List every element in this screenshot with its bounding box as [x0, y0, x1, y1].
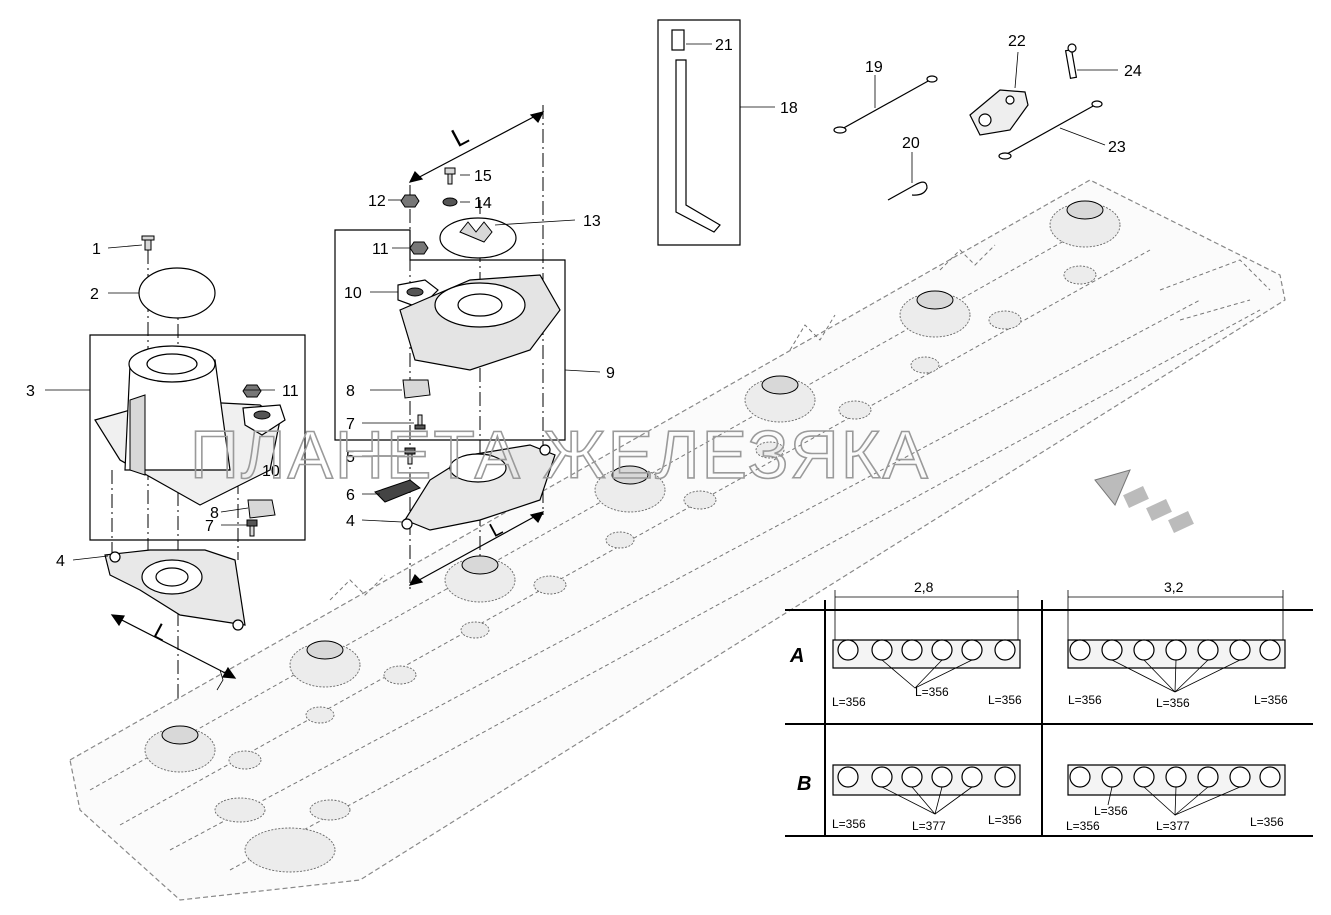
callout-4-middle: 4 [346, 513, 355, 530]
a-2-8-right: L=356 [988, 693, 1022, 707]
screw-1 [141, 235, 155, 251]
left-exploded-group [89, 235, 306, 700]
middle-exploded-group [334, 105, 566, 590]
bolt-7-middle [414, 414, 426, 430]
carrier-plate-4 [104, 549, 246, 631]
rotor-hub [744, 375, 816, 423]
rotor-hubs [144, 200, 1121, 773]
callout-10-middle: 10 [344, 285, 362, 302]
callout-19: 19 [865, 59, 883, 76]
callout-8-middle: 8 [346, 383, 355, 400]
callout-1: 1 [92, 241, 101, 258]
cap-13 [439, 217, 517, 259]
watermark: ПЛАНЕТА ЖЕЛЕЗЯКА [190, 417, 930, 493]
rotor-hub [144, 725, 216, 773]
pin-24 [1064, 43, 1078, 80]
cable-19 [833, 75, 938, 134]
callout-21: 21 [715, 37, 733, 54]
bracket-22 [969, 89, 1029, 136]
callout-10: 10 [262, 463, 280, 480]
split-pin-20 [887, 181, 928, 201]
bolt-15 [444, 167, 456, 185]
callout-11-middle: 11 [372, 241, 389, 258]
callout-3: 3 [26, 383, 35, 400]
rotor-hub [1049, 200, 1121, 248]
callout-9: 9 [606, 365, 615, 382]
callout-23: 23 [1108, 139, 1126, 156]
bolt-5 [404, 447, 416, 465]
a-2-8-mid: L=356 [915, 685, 949, 699]
width-label-3-2: 3,2 [1164, 579, 1184, 595]
a-3-2-right: L=356 [1254, 693, 1288, 707]
drive-layout-b-2-8: L=356 L=377 L=356 [832, 764, 1022, 833]
cone-housing-3 [94, 345, 281, 506]
b-3-2-right: L=356 [1250, 815, 1284, 829]
callout-24: 24 [1124, 63, 1142, 80]
plate-8-middle [402, 379, 431, 399]
row-label-b: B [797, 773, 811, 795]
callout-18: 18 [780, 100, 798, 117]
bracket-10 [242, 404, 286, 436]
cable-23 [998, 100, 1103, 160]
b-3-2-mid: L=377 [1156, 819, 1190, 833]
b-3-2-inner: L=356 [1094, 804, 1128, 818]
row-label-a: A [789, 645, 804, 667]
width-label-2-8: 2,8 [914, 579, 934, 595]
callout-7-middle: 7 [346, 416, 355, 433]
hub-9 [399, 274, 561, 371]
dimension-l-left: L [150, 618, 173, 646]
callout-4: 4 [56, 553, 65, 570]
rotor-hub [444, 555, 516, 603]
cover-disk-2 [138, 267, 216, 319]
plate-8 [247, 499, 276, 519]
shim-6 [374, 479, 421, 503]
a-2-8-left: L=356 [832, 695, 866, 709]
rotor-hub [289, 640, 361, 688]
drive-layout-b-3-2: L=356 L=356 L=377 L=356 [1066, 764, 1286, 833]
direction-arrow [1094, 469, 1194, 533]
tool-rod-kit-18 [657, 19, 741, 246]
b-2-8-left: L=356 [832, 817, 866, 831]
callout-14: 14 [474, 195, 492, 212]
b-2-8-right: L=356 [988, 813, 1022, 827]
drive-layout-a-3-2: L=356 L=356 L=356 [1067, 639, 1288, 710]
drive-layout-a-2-8: L=356 L=356 L=356 [832, 639, 1022, 709]
rotor-hub [594, 465, 666, 513]
bolt-7 [246, 519, 258, 537]
callout-12: 12 [368, 193, 386, 210]
b-2-8-mid: L=377 [912, 819, 946, 833]
callout-11: 11 [282, 383, 299, 400]
callout-5: 5 [346, 449, 355, 466]
nut-11 [242, 384, 262, 398]
nut-11-middle [409, 241, 429, 255]
cutter-bar [69, 179, 1286, 901]
a-3-2-mid: L=356 [1156, 696, 1190, 710]
b-3-2-left: L=356 [1066, 819, 1100, 833]
callout-13: 13 [583, 213, 601, 230]
callout-22: 22 [1008, 33, 1026, 50]
callout-8: 8 [210, 505, 219, 522]
callout-7: 7 [205, 518, 214, 535]
a-3-2-left: L=356 [1068, 693, 1102, 707]
dimension-l-top: L [446, 120, 473, 153]
carrier-plate-4-middle [401, 444, 556, 531]
callout-15: 15 [474, 168, 492, 185]
washer-14 [442, 197, 458, 207]
nut-12 [400, 194, 420, 208]
callout-20: 20 [902, 135, 920, 152]
rotor-hub [899, 290, 971, 338]
callout-6: 6 [346, 487, 355, 504]
callout-2: 2 [90, 286, 99, 303]
spacing-table: 2,8 3,2 A B L=356 L=356 L=356 L=356 L=35… [785, 579, 1313, 837]
